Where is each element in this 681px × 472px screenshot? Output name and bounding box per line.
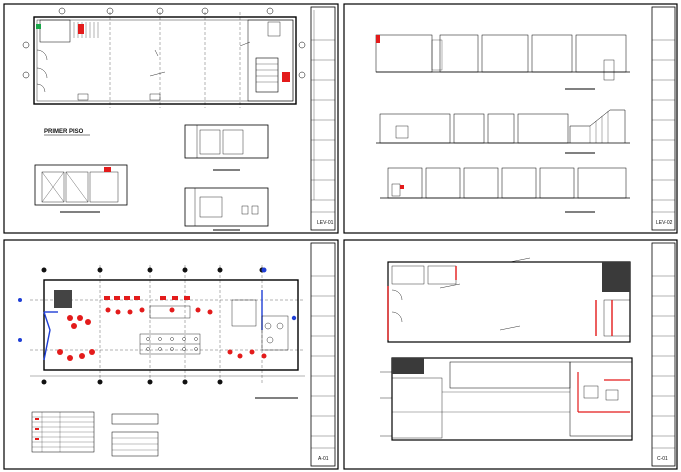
sheet-3-legend-tables	[31, 411, 159, 457]
sheet-code-1: LEV-01	[317, 220, 334, 226]
sheet-4-plan-lower	[380, 357, 633, 441]
red-element	[78, 24, 84, 34]
sheet-4-plan-upper	[387, 257, 631, 343]
hatched-stair	[54, 290, 72, 308]
sheet-2-elevation-1	[375, 34, 630, 90]
sheet-2-border	[343, 3, 678, 234]
sheet-1-plan: PRIMER PISO	[22, 7, 306, 136]
sheet-3-border	[3, 239, 339, 470]
sheet-2-elevation-3	[380, 167, 630, 213]
sheet-3: A-01	[3, 239, 339, 470]
red-furniture	[57, 296, 267, 361]
green-marker	[36, 24, 41, 29]
sheet-3-title-block: A-01	[310, 242, 336, 467]
sheet-code-4: C-01	[657, 456, 668, 462]
sheet-2: LEV-02	[343, 3, 678, 234]
sheet-code-3: A-01	[318, 456, 329, 462]
sheet-3-plan	[18, 265, 305, 399]
sheet-2-elevation-2	[376, 109, 630, 154]
sheet-1-title-block: LEV-01	[310, 6, 336, 231]
sheet-1: LEV-01	[3, 3, 339, 234]
plan-label: PRIMER PISO	[44, 129, 84, 135]
sheet-2-title-block: LEV-02	[651, 6, 676, 231]
sheet-4-border	[343, 239, 678, 470]
sheet-4: C-01	[343, 239, 678, 470]
sheet-1-elevations	[34, 124, 269, 231]
sheet-1-border	[3, 3, 339, 234]
grid-axis-markers	[22, 7, 306, 79]
dining-tables	[139, 299, 289, 355]
sheet-code-2: LEV-02	[656, 220, 673, 226]
sheet-4-title-block: C-01	[651, 242, 676, 467]
